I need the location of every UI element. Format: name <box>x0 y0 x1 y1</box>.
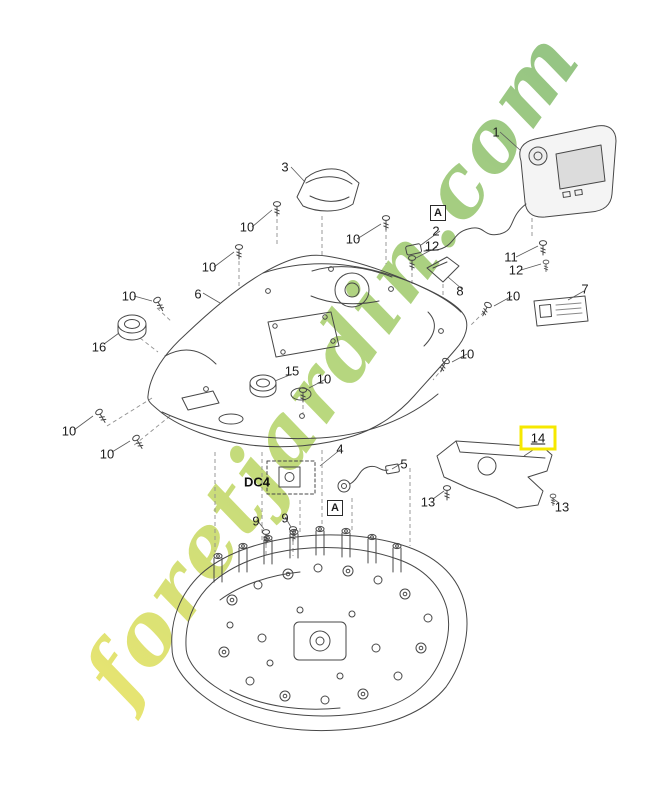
callout-part-15: 15 <box>284 363 300 379</box>
callout-part-2: 2 <box>432 223 440 239</box>
callout-part-10-d: 10 <box>121 288 137 304</box>
part-8-bracket <box>426 256 460 283</box>
part-16-cap <box>117 314 147 341</box>
callout-part-8: 8 <box>456 283 464 299</box>
callout-part-13-b: 13 <box>554 499 570 515</box>
part-15-plug <box>249 374 277 398</box>
callout-part-7: 7 <box>581 281 589 297</box>
callout-part-5: 5 <box>400 456 408 472</box>
watermark-text: foretjardin.com <box>60 12 600 724</box>
callout-part-10-c: 10 <box>201 259 217 275</box>
callout-part-6: 6 <box>194 286 202 302</box>
leader-lines <box>73 131 585 530</box>
part-1-control-panel <box>423 125 617 252</box>
linework <box>94 125 617 732</box>
callout-part-3: 3 <box>281 159 289 175</box>
part-6-top-cover <box>147 254 468 448</box>
callout-part-16: 16 <box>91 339 107 355</box>
part-14-blade-cover <box>436 440 553 509</box>
callout-part-12-a: 12 <box>424 238 440 254</box>
callout-part-10-h: 10 <box>61 423 77 439</box>
callout-part-12-b: 12 <box>508 262 524 278</box>
callout-part-10-f: 10 <box>459 346 475 362</box>
part-14-highlight-box <box>519 425 557 451</box>
part-5-cable <box>337 463 400 493</box>
callout-part-10-g: 10 <box>316 371 332 387</box>
watermark: foretjardin.com <box>60 12 600 724</box>
part-7-label-sticker <box>533 295 589 327</box>
part-2-connector <box>405 243 422 256</box>
highlighted-part-callout-14: 14 <box>530 430 546 446</box>
lower-chassis <box>171 525 468 732</box>
part-4-dc4-module <box>266 460 316 495</box>
callout-part-4: 4 <box>336 441 344 457</box>
callout-part-1: 1 <box>492 124 500 140</box>
dc4-label: DC4 <box>243 474 271 490</box>
section-marker-a-bottom: A <box>327 500 343 516</box>
section-marker-a-top: A <box>430 205 446 221</box>
callout-part-11: 11 <box>504 249 518 265</box>
callout-part-13-a: 13 <box>420 494 436 510</box>
callout-part-9-b: 9 <box>281 510 289 526</box>
callout-part-10-a: 10 <box>345 231 361 247</box>
callout-part-10-b: 10 <box>239 219 255 235</box>
callout-part-9-a: 9 <box>252 513 260 529</box>
callout-part-10-i: 10 <box>99 446 115 462</box>
callout-part-10-e: 10 <box>505 288 521 304</box>
part-3-cover-bracket <box>296 168 360 212</box>
guide-lines <box>106 212 533 558</box>
